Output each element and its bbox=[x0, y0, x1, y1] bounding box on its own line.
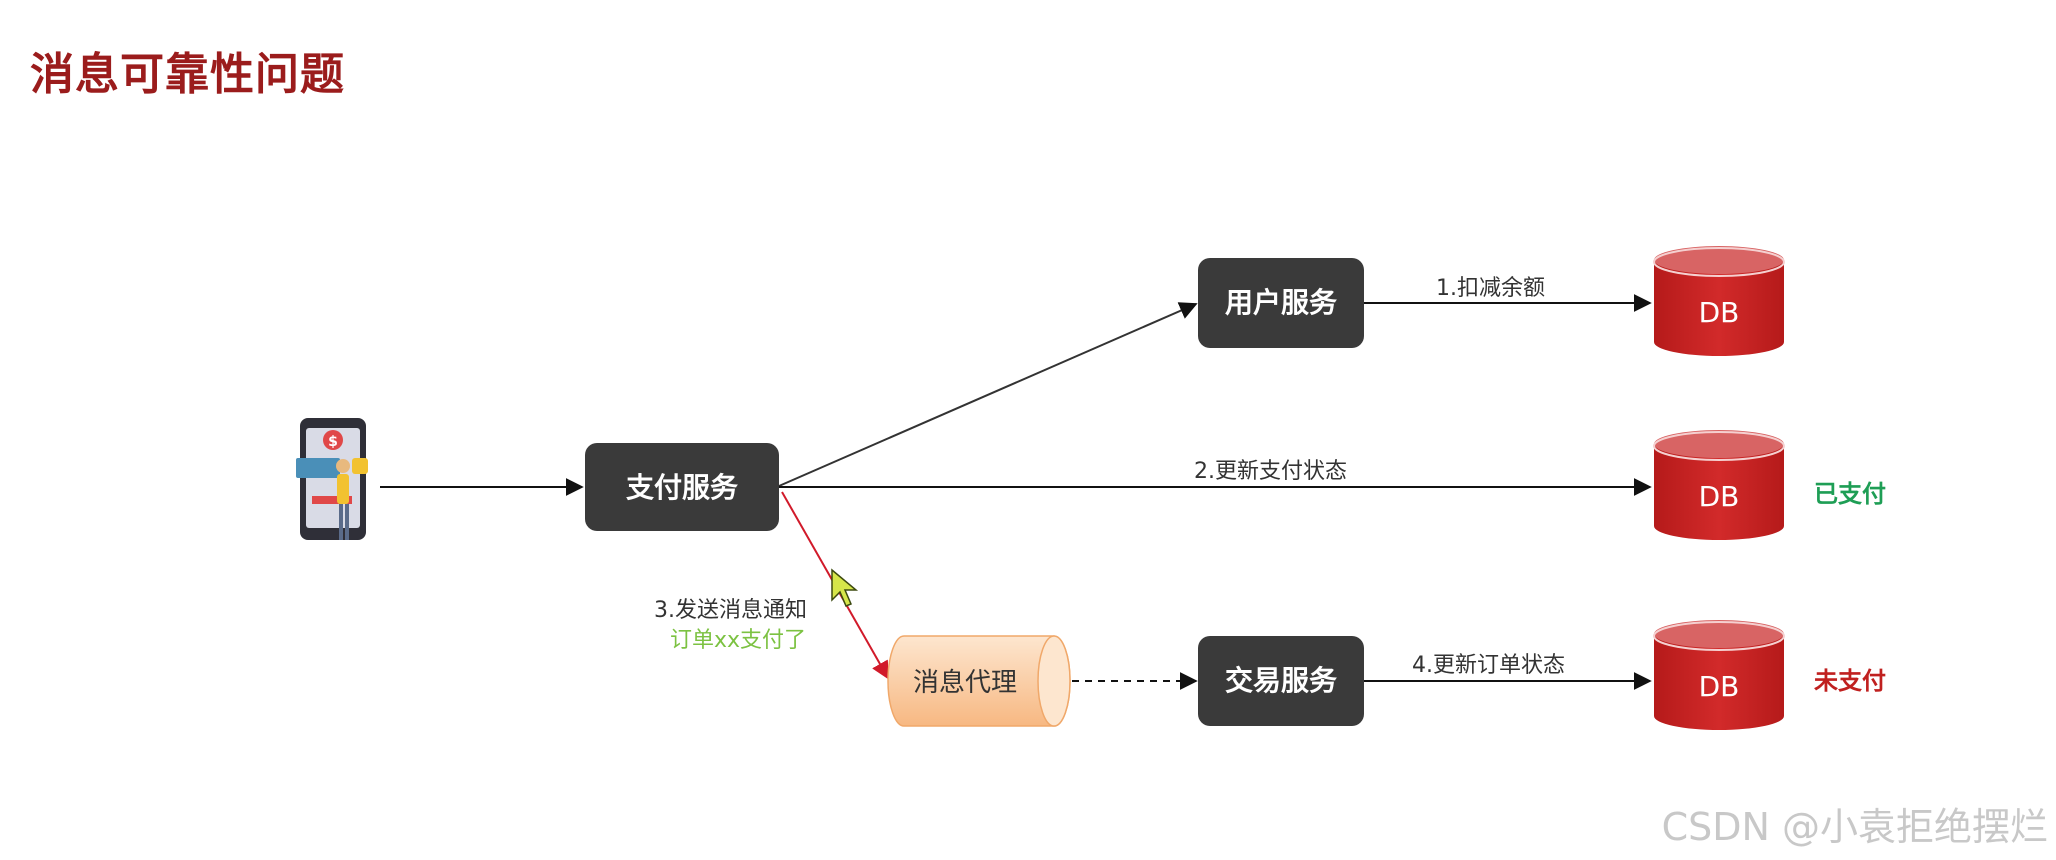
message-broker-label: 消息代理 bbox=[913, 668, 1017, 698]
send-notification-label: 3.发送消息通知 bbox=[654, 598, 807, 623]
trade-service-node: 交易服务 bbox=[1198, 636, 1364, 726]
trade-service-label: 交易服务 bbox=[1225, 664, 1337, 697]
edge-payment-to-user bbox=[778, 302, 1198, 487]
db2-label: DB bbox=[1699, 480, 1740, 513]
payment-service-node: 支付服务 bbox=[585, 443, 779, 531]
database-3: DB bbox=[1653, 620, 1785, 730]
db3-label: DB bbox=[1699, 670, 1740, 703]
update-order-status-label: 4.更新订单状态 bbox=[1412, 653, 1565, 678]
watermark: CSDN @小袁拒绝摆烂 bbox=[1662, 805, 2048, 849]
mouse-cursor-icon bbox=[831, 568, 859, 607]
database-2: DB bbox=[1653, 430, 1785, 540]
database-1: DB bbox=[1653, 246, 1785, 356]
svg-text:$: $ bbox=[328, 434, 338, 450]
message-broker-node: 消息代理 bbox=[887, 635, 1071, 727]
page-title: 消息可靠性问题 bbox=[30, 49, 345, 100]
notification-content-label: 订单xx支付了 bbox=[670, 628, 806, 653]
status-unpaid-label: 未支付 bbox=[1814, 667, 1886, 695]
db1-label: DB bbox=[1699, 296, 1740, 329]
mobile-payment-icon: $ bbox=[296, 418, 368, 540]
status-paid-label: 已支付 bbox=[1814, 480, 1886, 508]
user-service-node: 用户服务 bbox=[1198, 258, 1364, 348]
payment-service-label: 支付服务 bbox=[626, 471, 738, 504]
update-pay-status-label: 2.更新支付状态 bbox=[1194, 459, 1347, 484]
deduct-balance-label: 1.扣减余额 bbox=[1436, 276, 1545, 301]
user-service-label: 用户服务 bbox=[1225, 286, 1337, 319]
